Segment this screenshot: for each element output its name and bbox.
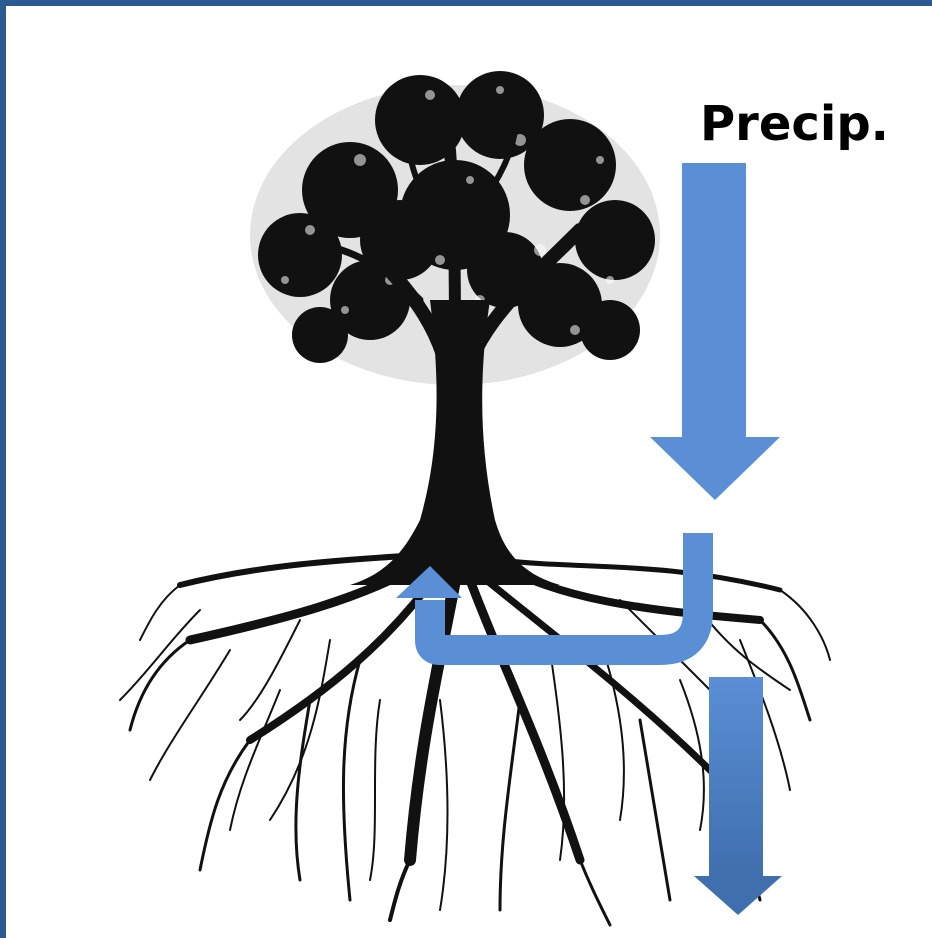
precipitation-arrow [650, 163, 780, 500]
precipitation-label: Precip. [700, 96, 889, 152]
